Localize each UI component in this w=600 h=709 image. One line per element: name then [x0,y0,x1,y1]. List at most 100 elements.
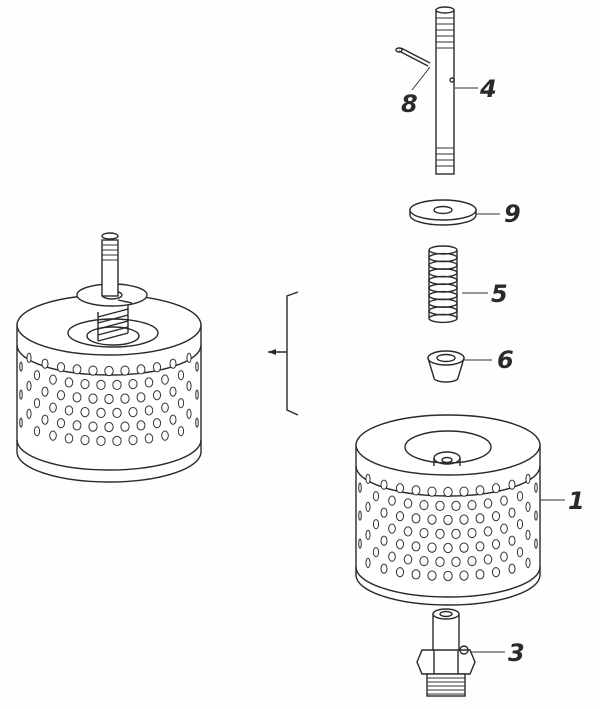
perforation-hole [72,392,82,403]
perforation-hole [427,486,437,497]
perforation-hole [411,485,421,496]
perforation-hole [516,491,524,502]
perforation-hole [49,374,57,385]
perforation-hole [177,426,185,437]
assembly-bracket [268,291,299,416]
perforation-hole [120,421,130,432]
perforation-hole [388,495,396,506]
perforation-hole [508,563,516,574]
perforation-hole [136,364,146,375]
perforation-hole [427,542,437,553]
part-9-washer [409,199,477,226]
assembled-spring [97,305,129,342]
perforation-hole [80,406,90,418]
perforation-hole [451,500,461,512]
perforation-hole [152,418,162,429]
perforation-hole [64,377,74,388]
perforation-hole [49,402,57,413]
perforation-hole [112,407,122,419]
perforation-hole [169,386,177,397]
perforation-hole [56,418,66,429]
perforation-hole [491,511,501,522]
perforation-hole [435,500,445,512]
perforation-hole [508,479,516,490]
perforation-hole [80,378,90,390]
perforation-hole [372,547,380,558]
perforation-hole [435,556,445,568]
perforation-hole [144,433,154,444]
callout-3: 3 [508,639,525,667]
perforation-hole [19,361,23,372]
perforation-hole [358,510,362,521]
assembled-bottom-band [16,440,202,483]
perforation-hole [26,380,32,391]
perforation-hole [443,514,453,526]
leader-lines [411,66,565,653]
perforation-hole [491,483,501,494]
callout-1: 1 [568,487,585,515]
perforation-hole [33,370,41,381]
perforation-hole [128,378,138,390]
perforation-hole [96,407,106,419]
perforation-hole [365,557,371,568]
perforation-hole [475,569,485,580]
spring-coil [428,283,458,293]
perforation-hole [508,507,516,518]
perforation-hole [525,473,531,484]
perforation-hole [411,513,421,524]
perforation-hole [403,498,413,509]
perforation-hole [525,529,531,540]
spring-coil [428,313,458,324]
perforation-hole [177,370,185,381]
perforation-hole [534,538,538,549]
perforation-hole [161,430,169,441]
perforation-hole [26,352,32,363]
perforation-hole [380,507,388,518]
part-8-cotter-pin [395,47,431,67]
perforation-hole [500,495,508,506]
perforation-hole [72,364,82,375]
perforation-hole [491,539,501,550]
perforation-hole [459,486,469,497]
perforation-hole [19,389,23,400]
spring-coil [428,290,458,301]
perforation-hole [475,513,485,524]
perforation-hole [41,414,49,425]
perforation-hole [534,482,538,493]
spring-coil [428,275,458,286]
perforation-hole [56,390,66,401]
perforation-hole [380,535,388,546]
perforation-hole [104,393,114,405]
perforation-hole [186,352,192,363]
callout-4: 4 [479,75,497,103]
perforation-hole [72,420,82,431]
spring-coil [428,252,458,263]
perforation-hole [395,539,405,550]
perforation-hole [120,365,130,376]
perforation-hole [467,555,477,567]
perforation-hole [80,434,90,446]
perforation-hole [365,473,371,484]
perforation-hole [112,379,122,391]
perforation-hole [88,421,98,432]
perforation-hole [186,408,192,419]
perforation-hole [195,417,199,428]
perforation-hole [451,556,461,568]
assembled-perforations [19,352,199,447]
callout-5: 5 [491,280,508,308]
perforation-hole [467,527,477,539]
perforation-hole [483,554,493,565]
spring-outline [428,250,458,319]
perforation-hole [358,482,362,493]
perforation-hole [88,393,98,404]
perforation-hole [525,557,531,568]
perforation-hole [144,377,154,388]
perforation-hole [41,386,49,397]
perforation-hole [388,523,396,534]
spring-coil [428,268,458,278]
perforation-hole [144,405,154,416]
spring-coil [428,298,458,308]
perforation-hole [516,547,524,558]
